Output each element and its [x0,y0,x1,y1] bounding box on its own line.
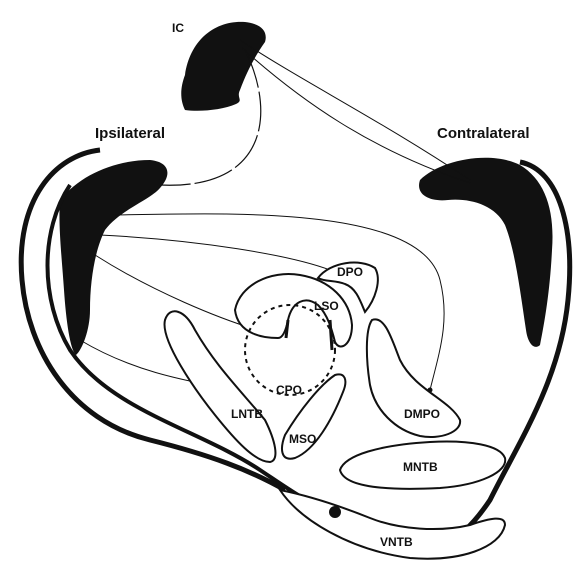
ipsilateral-cochlear-nucleus [59,160,167,355]
mso-label: MSO [289,432,316,446]
dpo-label: DPO [337,265,363,279]
contralateral-cochlear-nucleus [419,158,552,347]
mntb-label: MNTB [403,460,438,474]
cpo-dashed-boundary [245,305,335,395]
vntb-input-dot [329,506,341,518]
ic-structure [181,22,265,111]
ic-to-contralateral-line [240,40,470,180]
contralateral-label: Contralateral [437,125,530,142]
vntb-label: VNTB [380,535,413,549]
line-to-dpo [100,235,330,270]
lntb-label: LNTB [231,407,263,421]
ipsilateral-label: Ipsilateral [95,125,165,142]
cpo-label: CPO [276,383,302,397]
ic-to-contralateral-line-2 [242,48,470,183]
lso-label: LSO [314,299,339,313]
dmpo-label: DMPO [404,407,440,421]
ic-label: IC [172,21,184,35]
lso-inner-hook [286,320,332,350]
